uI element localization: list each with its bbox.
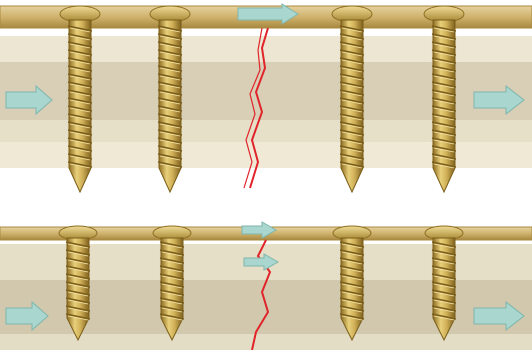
- upper-panel: [0, 4, 532, 192]
- lower-panel: [0, 222, 532, 350]
